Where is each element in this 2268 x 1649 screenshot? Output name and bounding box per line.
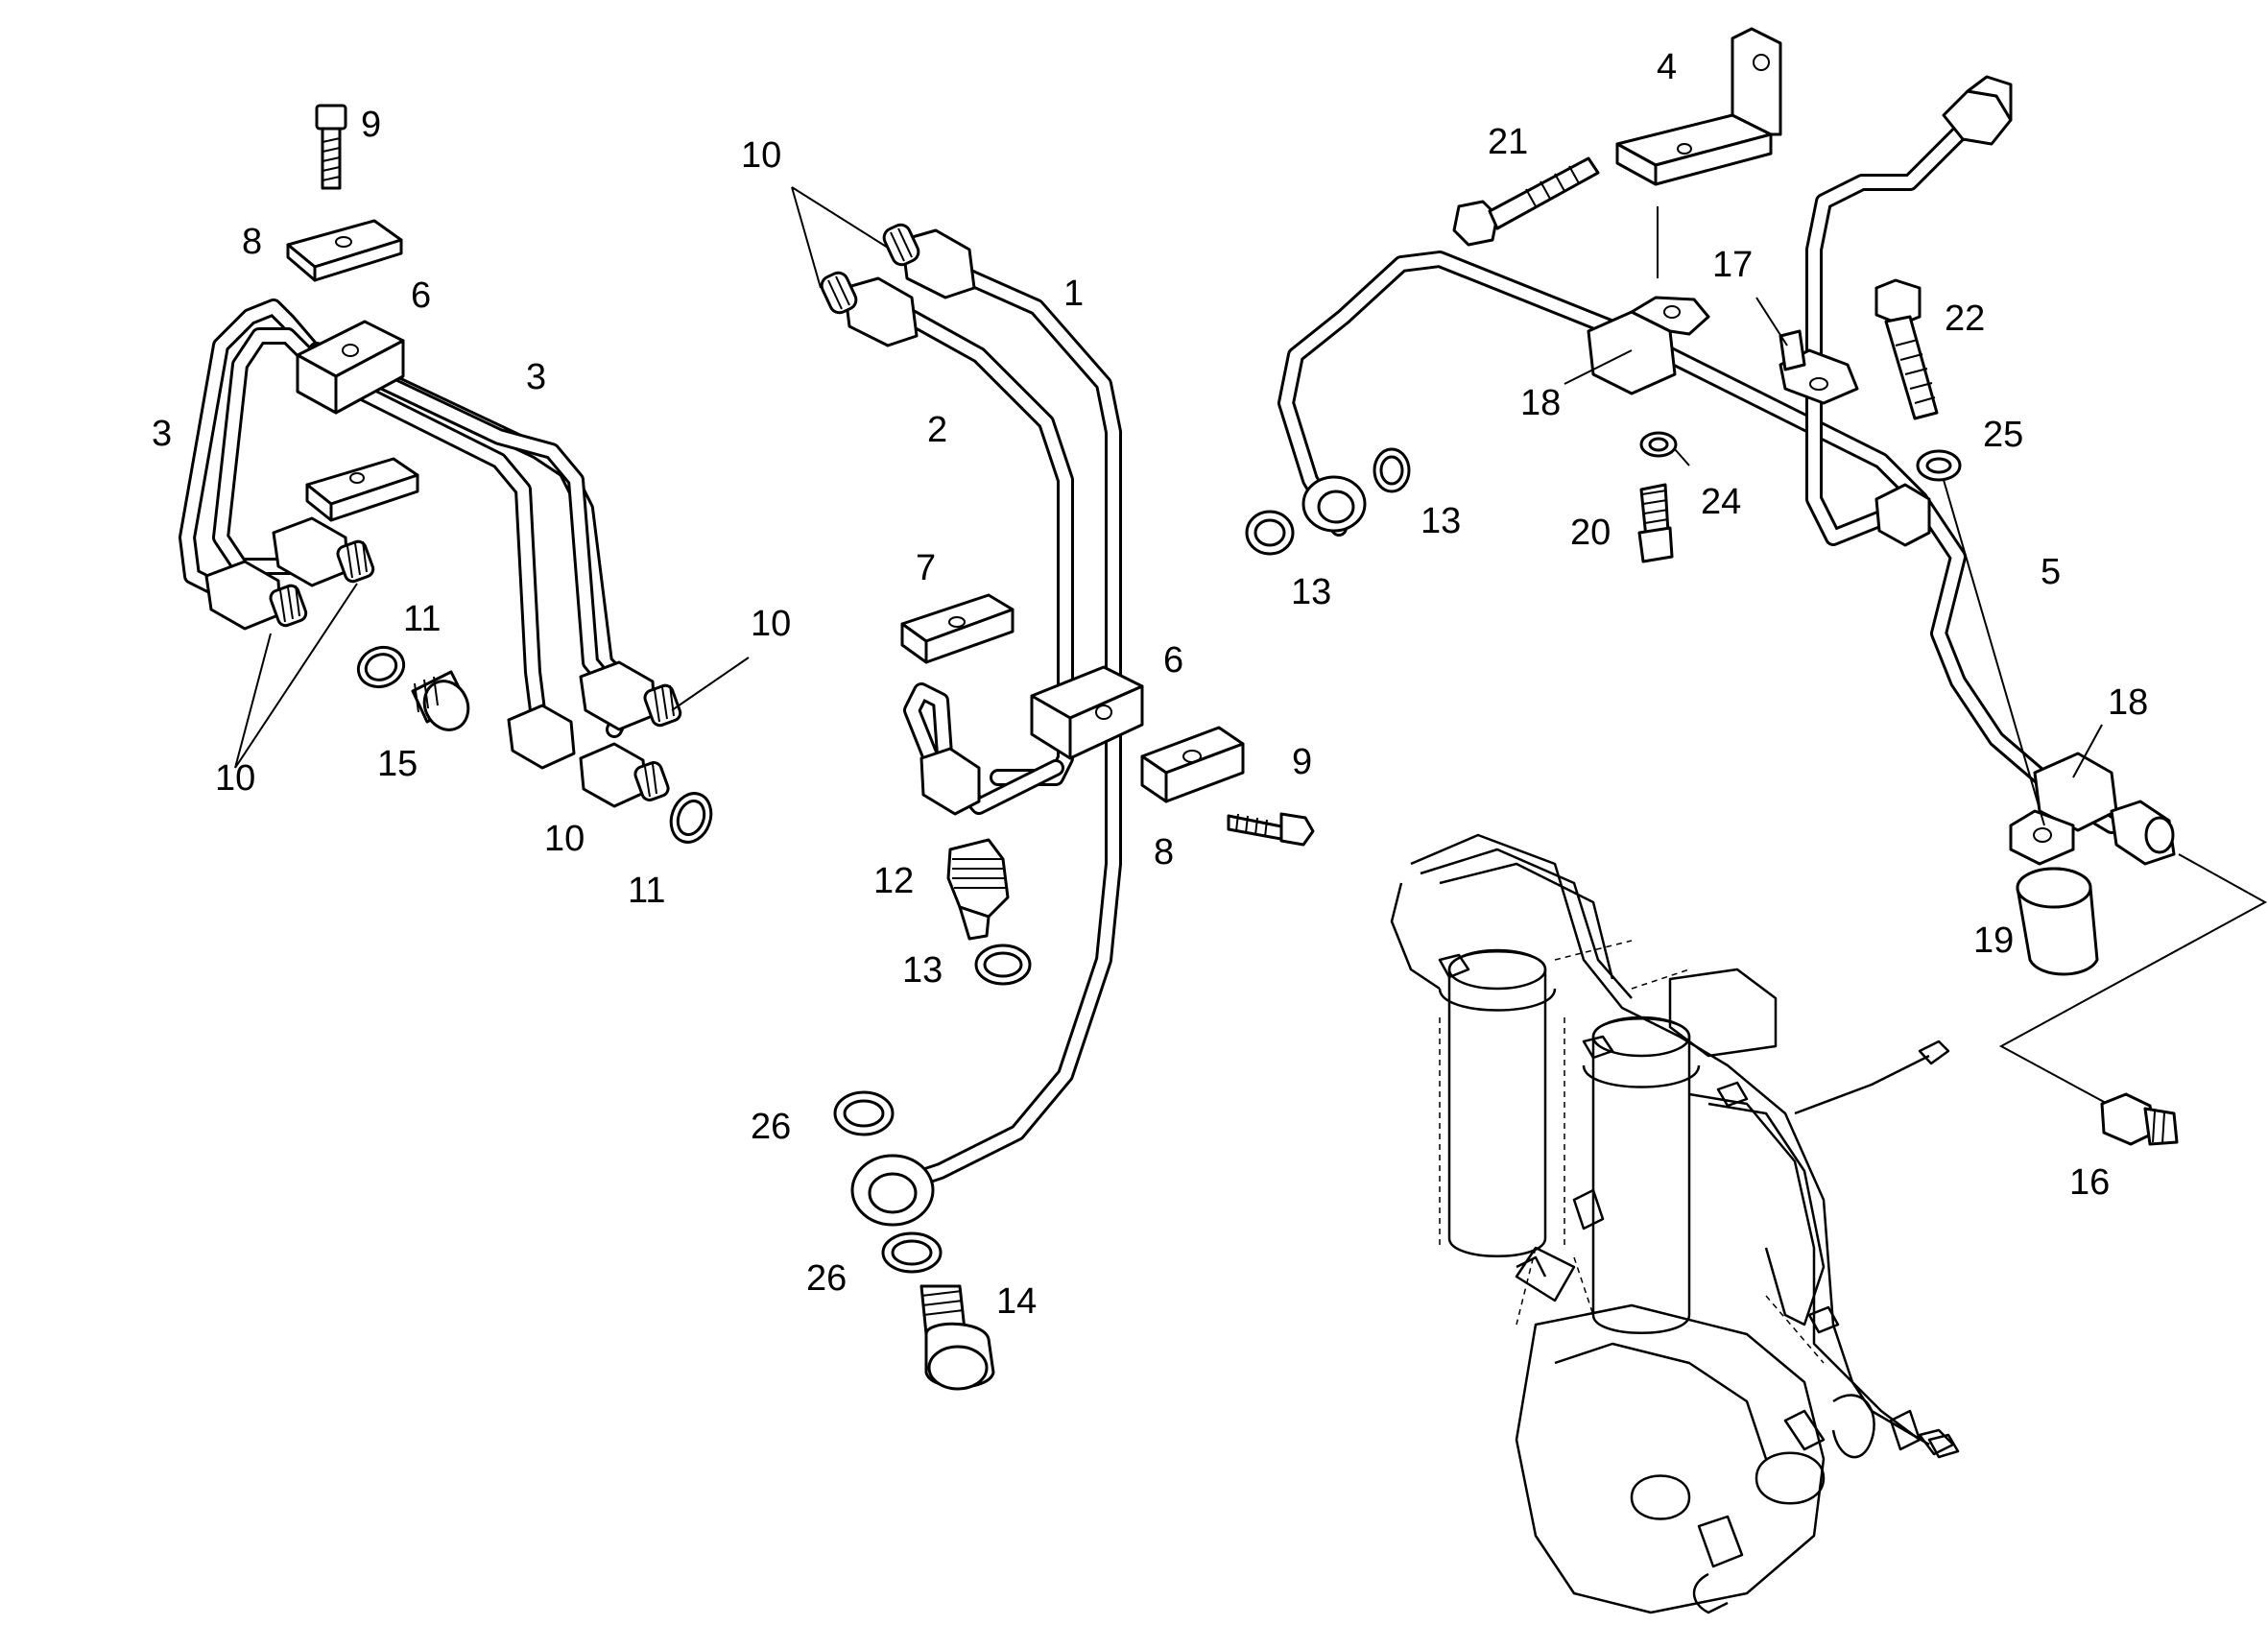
right-fuel-lines [1245,27,2268,1146]
callout-10-center: 10 [741,135,781,176]
fitting-10-left-a [204,560,308,631]
union-12 [946,838,1010,941]
bolt-9-top [315,104,347,190]
nut-right-end [2110,800,2176,866]
callout-10-left-c: 10 [751,604,791,644]
tee-right-middle [1874,483,1931,547]
callout-26-a: 26 [751,1107,791,1147]
callout-19: 19 [1973,920,2014,961]
callout-3-left: 3 [152,414,172,454]
callout-21: 21 [1488,122,1528,162]
leader-24 [1674,448,1690,466]
bolt-21 [1452,156,1600,247]
washer-11-b [669,792,713,844]
bolt-9-center [1227,812,1315,847]
callout-22: 22 [1945,299,1985,339]
leader-16 [1998,853,2268,1110]
callout-13-center: 13 [902,950,943,991]
callout-17: 17 [1712,245,1753,285]
nut-top-right [1942,75,2013,146]
callout-8-top: 8 [242,222,262,262]
bolt-22 [1874,278,1939,420]
clamp-6-center [1030,665,1144,760]
plate-7 [900,593,1015,664]
plate-8-center [1140,726,1245,803]
screw-20 [1637,483,1674,563]
washer-24 [1639,431,1678,458]
banjo-bolt-14 [919,1284,995,1391]
callout-26-b: 26 [806,1258,847,1299]
bracket-4 [1615,27,1782,186]
union-16 [2100,1092,2179,1146]
callout-20: 20 [1570,513,1611,553]
callout-18-bottom: 18 [2108,682,2148,723]
plate-8-top [286,219,403,282]
leader-10-center [791,186,889,289]
callout-9-top: 9 [361,105,381,145]
callout-13-right-a: 13 [1420,501,1461,541]
washer-26-b [881,1231,943,1274]
callout-6-center: 6 [1163,640,1183,681]
plate-lower-left [305,457,419,522]
callout-10-left-a: 10 [215,758,255,799]
callout-7: 7 [916,548,936,588]
callout-18-top: 18 [1520,383,1561,423]
leader-18-top [1564,349,1633,385]
callout-3-right: 3 [526,357,546,397]
callout-11-b: 11 [628,871,665,911]
leader-18-bottom [2072,724,2103,778]
fitting-10-left-b [272,516,375,587]
fitting-10-left-d [507,704,670,808]
callout-25: 25 [1983,415,2023,455]
callout-16: 16 [2069,1162,2110,1203]
callout-14: 14 [996,1281,1037,1322]
callout-10-left-b: 10 [544,819,585,859]
leader-17 [1755,297,1788,347]
callout-15: 15 [377,744,418,784]
callout-8-center: 8 [1154,832,1174,872]
clip-17 [1779,329,1859,405]
callout-5: 5 [2041,552,2061,592]
clamp-18-bottom [2009,752,2118,866]
fitting-10-left-c [579,660,682,731]
callout-9-center: 9 [1292,742,1312,782]
callout-11-a: 11 [403,599,441,639]
fitting-10-center-b [820,271,919,347]
leader-10-right [671,657,750,711]
plug-15 [411,670,470,731]
callout-labels: 9 8 6 3 3 11 10 15 10 11 10 10 1 2 7 6 9… [152,47,2148,1322]
callout-13-right-b: 13 [1291,572,1331,612]
washer-25 [1916,449,1962,482]
fitting-10-center-a [882,223,976,299]
banjo-left-end [1301,475,1367,533]
callout-2: 2 [927,410,947,450]
leader-10-left [234,583,358,769]
left-injection-lines [179,104,750,844]
center-return-lines [791,186,1315,1391]
washer-13-right-b [1373,447,1411,493]
callout-12: 12 [873,861,914,901]
callout-4: 4 [1657,47,1677,87]
engine-overview-sketch [1390,833,1960,1614]
callout-1: 1 [1063,274,1084,314]
callout-6-left: 6 [411,275,431,316]
nut-center-bend [919,747,981,816]
banjo-eye [850,1154,935,1227]
spacer-19 [2016,867,2099,976]
clamp-18-top [1587,296,1710,395]
callout-24: 24 [1701,482,1741,522]
washer-13-center [974,944,1032,986]
washer-11-a [356,645,406,689]
washer-26-a [833,1090,895,1136]
leader-25 [1943,479,2045,826]
washer-13-right-a [1245,510,1295,556]
clamp-6-left [296,320,405,415]
